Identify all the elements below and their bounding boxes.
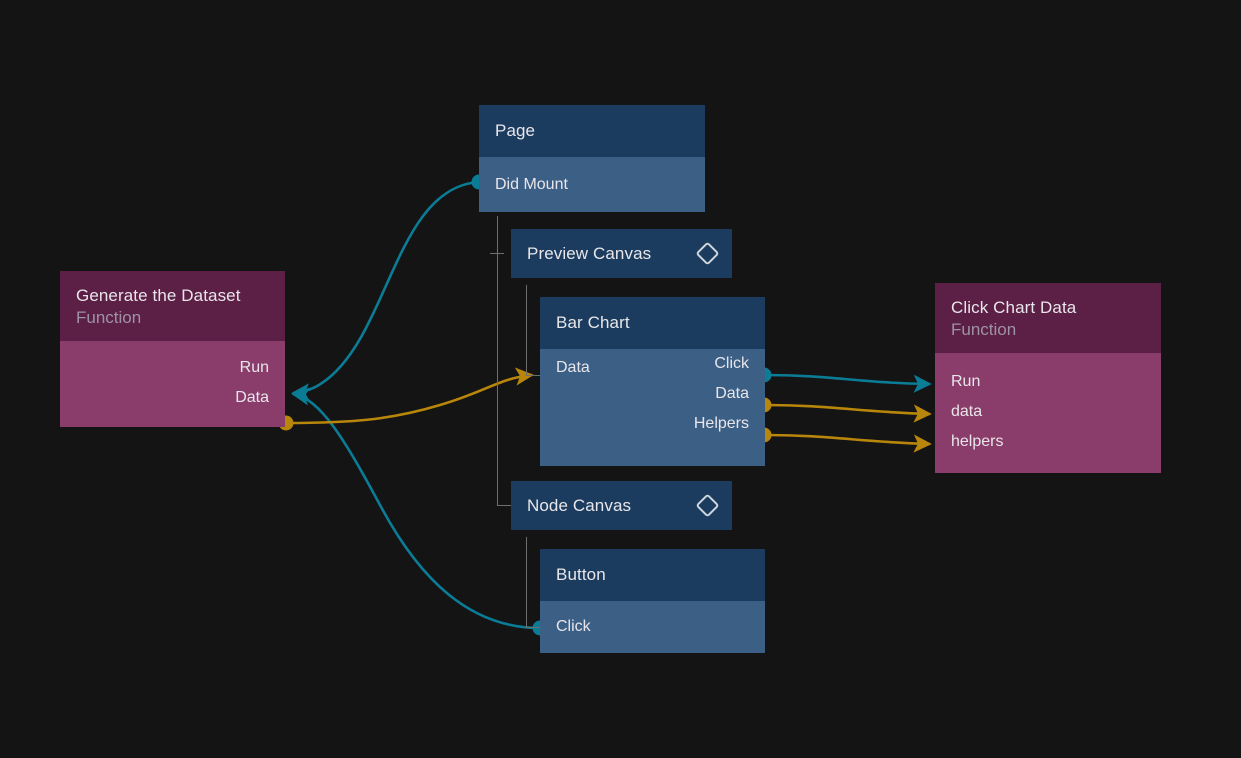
port-row-click-chart-run[interactable]: Run <box>951 367 1145 397</box>
port-row-bar-chart-click[interactable]: Click <box>556 349 749 379</box>
port-label-bar-chart-data-out: Data <box>715 385 749 402</box>
node-title-bar-chart: Bar Chart <box>556 313 630 332</box>
node-header-generate-the-dataset: Generate the Dataset Function <box>60 271 285 341</box>
node-click-chart-data[interactable]: Click Chart Data Function Run data helpe… <box>935 283 1161 473</box>
edge-generate-data-to-barchart-data <box>286 367 534 425</box>
port-label-click-chart-data: data <box>951 403 983 420</box>
diamond-icon[interactable] <box>695 241 720 266</box>
port-row-generate-data[interactable]: Data <box>76 383 269 413</box>
node-body-page: Did Mount <box>479 157 705 212</box>
port-group-bar-chart: Data Click Data Helpers <box>556 349 749 439</box>
tree-line-stub-button <box>526 627 540 628</box>
node-title-preview-canvas: Preview Canvas <box>527 243 652 263</box>
node-title-page: Page <box>495 121 536 140</box>
port-label-click-chart-run: Run <box>951 373 981 390</box>
node-body-bar-chart: Data Click Data Helpers <box>540 349 765 466</box>
port-row-click-chart-data[interactable]: data <box>951 397 1145 427</box>
tree-line-preview-branch <box>526 285 527 376</box>
node-body-button: Click <box>540 601 765 653</box>
node-body-click-chart-data: Run data helpers <box>935 353 1161 473</box>
tree-line-node-branch <box>526 537 527 628</box>
port-label-click-chart-helpers: helpers <box>951 433 1004 450</box>
node-title-node-canvas: Node Canvas <box>527 495 632 515</box>
tree-line-stub-preview-canvas <box>490 253 504 254</box>
node-button[interactable]: Button Click <box>540 549 765 653</box>
node-header-page: Page <box>479 105 705 157</box>
tree-line-stub-node-canvas <box>497 505 511 506</box>
node-page[interactable]: Page Did Mount <box>479 105 705 212</box>
port-row-bar-chart-data-out[interactable]: Data <box>556 379 749 409</box>
port-label-generate-data: Data <box>235 389 269 406</box>
port-row-page-did-mount[interactable]: Did Mount <box>495 157 689 212</box>
port-label-page-did-mount: Did Mount <box>495 175 568 193</box>
port-label-bar-chart-data-in: Data <box>556 359 590 376</box>
node-header-button: Button <box>540 549 765 601</box>
diamond-icon[interactable] <box>695 493 720 518</box>
edge-barchart-data-to-clickchart-data <box>765 403 932 423</box>
edge-page-didmount-to-generate-run <box>291 180 480 402</box>
port-row-click-chart-helpers[interactable]: helpers <box>951 427 1145 457</box>
port-row-generate-run[interactable]: Run <box>76 353 269 383</box>
edge-barchart-click-to-clickchart-run <box>765 373 932 393</box>
port-row-bar-chart-data-in[interactable]: Data <box>556 349 749 387</box>
port-row-bar-chart-helpers[interactable]: Helpers <box>556 409 749 439</box>
edge-barchart-helpers-to-clickchart-helpers <box>765 433 932 453</box>
edge-button-click-to-generate-run <box>291 387 541 630</box>
node-generate-the-dataset[interactable]: Generate the Dataset Function Run Data <box>60 271 285 427</box>
port-label-generate-run: Run <box>239 359 269 376</box>
port-label-bar-chart-click: Click <box>714 355 749 372</box>
node-node-canvas[interactable]: Node Canvas <box>511 481 732 530</box>
node-bar-chart[interactable]: Bar Chart Data Click Data Helpers <box>540 297 765 466</box>
node-subtitle-click-chart-data: Function <box>951 320 1017 339</box>
node-preview-canvas[interactable]: Preview Canvas <box>511 229 732 278</box>
node-bar-node-canvas: Node Canvas <box>511 481 732 530</box>
node-title-click-chart-data: Click Chart Data <box>951 298 1077 317</box>
node-bar-preview-canvas: Preview Canvas <box>511 229 732 278</box>
node-title-button: Button <box>556 565 606 584</box>
node-header-click-chart-data: Click Chart Data Function <box>935 283 1161 353</box>
port-label-button-click: Click <box>556 618 591 635</box>
node-body-generate-the-dataset: Run Data <box>60 341 285 427</box>
tree-line-page-trunk <box>497 216 498 506</box>
node-title-generate-the-dataset: Generate the Dataset <box>76 286 241 305</box>
port-label-bar-chart-helpers: Helpers <box>693 415 749 432</box>
tree-line-stub-bar-chart <box>526 375 540 376</box>
node-header-bar-chart: Bar Chart <box>540 297 765 349</box>
node-subtitle-generate-the-dataset: Function <box>76 308 142 327</box>
port-row-button-click[interactable]: Click <box>556 601 749 653</box>
